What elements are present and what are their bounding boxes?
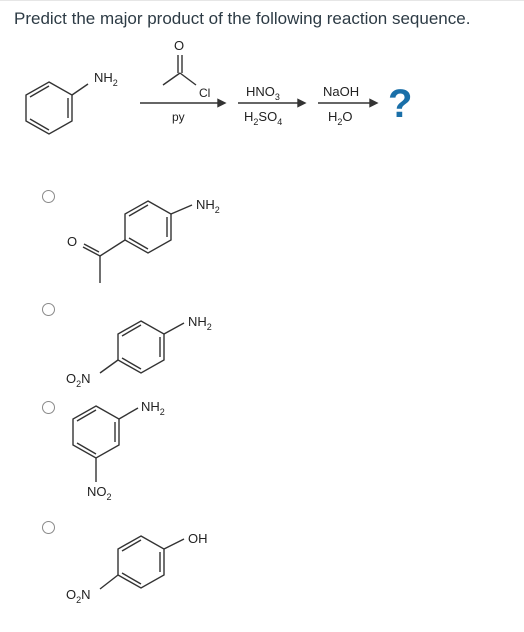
- option-4-structure: OH O2N: [66, 531, 208, 605]
- option-1-nh2-label: NH2: [196, 197, 220, 215]
- answer-option-1[interactable]: NH2 O: [0, 180, 524, 290]
- top-divider: [0, 0, 524, 1]
- acetyl-oxygen-label: O: [174, 38, 184, 53]
- option-4-oh-label: OH: [188, 531, 208, 546]
- arrow-step1-head: [217, 98, 227, 108]
- acetyl-chlorine-label: Cl: [199, 86, 210, 100]
- acetyl-chloride: [162, 55, 197, 86]
- step2-reagent-below: H2SO4: [244, 109, 282, 127]
- question-prompt: Predict the major product of the followi…: [14, 9, 471, 28]
- answer-radio-3[interactable]: [42, 401, 55, 414]
- answer-radio-4[interactable]: [42, 521, 55, 534]
- bond-nh2: [71, 83, 89, 96]
- step2-reagent-above: HNO3: [246, 84, 280, 102]
- benzene-ring-start: [25, 81, 89, 135]
- answer-option-4[interactable]: OH O2N: [0, 515, 524, 630]
- option-3-nh2-label: NH2: [141, 399, 165, 417]
- answer-radio-2[interactable]: [42, 303, 55, 316]
- option-1-structure: NH2 O: [67, 197, 220, 283]
- benzene-ring-option-4: [117, 535, 165, 589]
- arrow-step3-head: [369, 98, 379, 108]
- option-2-no2-label: O2N: [66, 371, 91, 389]
- arrow-step2-head: [297, 98, 307, 108]
- start-nh2-label: NH2: [94, 70, 118, 88]
- benzene-ring-option-3: [72, 405, 120, 459]
- benzene-ring-option-2: [117, 320, 165, 374]
- option-4-no2-label: O2N: [66, 587, 91, 605]
- step1-reagent-below: py: [172, 110, 185, 124]
- benzene-ring-option-1: [124, 200, 172, 254]
- answer-option-3[interactable]: NH2 NO2: [0, 390, 524, 515]
- unknown-product-mark: ?: [388, 82, 412, 126]
- reaction-scheme: NH2 O Cl py HNO3 H2SO4 NaOH H2O ?: [25, 38, 412, 135]
- option-2-structure: NH2 O2N: [66, 314, 212, 389]
- option-3-structure: NH2 NO2: [72, 399, 165, 502]
- step3-reagent-below: H2O: [328, 109, 353, 127]
- step3-reagent-above: NaOH: [323, 84, 359, 99]
- answer-radio-1[interactable]: [42, 190, 55, 203]
- answer-option-2[interactable]: NH2 O2N: [0, 290, 524, 390]
- option-1-oxygen-label: O: [67, 234, 77, 249]
- option-3-no2-label: NO2: [87, 484, 112, 502]
- option-2-nh2-label: NH2: [188, 314, 212, 332]
